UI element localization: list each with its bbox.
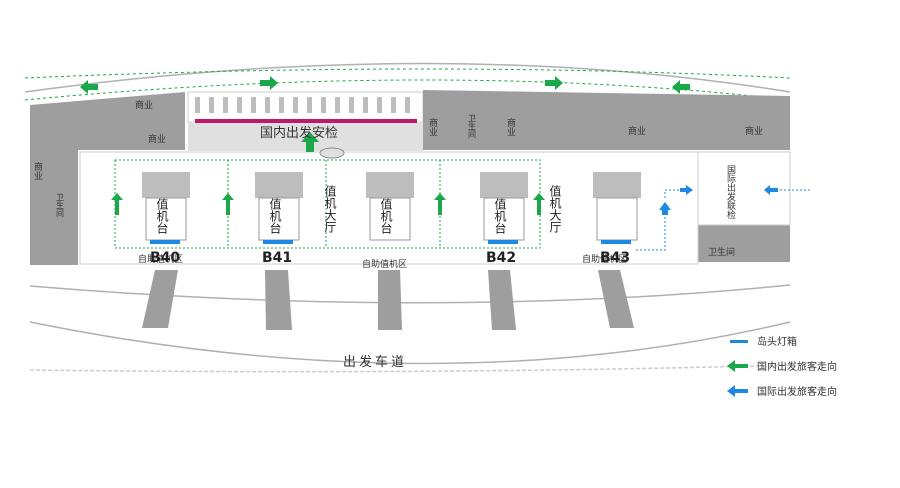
counter-label-b40: 值机台 [155, 197, 169, 234]
shop-label-left: 商业 [32, 161, 43, 180]
counter-label-b41: 值机台 [268, 197, 282, 234]
top-inner-curve [24, 68, 791, 79]
departure-road-label: 出发车道 [343, 354, 407, 370]
restroom-label-top: 卫生间 [468, 114, 477, 139]
island-center [366, 172, 414, 241]
legend-lightbox-label: 岛头灯箱 [757, 335, 797, 348]
security-label: 国内出发安检 [260, 125, 338, 141]
counter-label-center: 值机台 [379, 197, 393, 234]
bottom-curve [29, 321, 791, 365]
island-b40 [142, 172, 190, 244]
island-b43-label: B43 [600, 250, 630, 266]
stalls [195, 97, 410, 113]
legend-domestic-label: 国内出发旅客走向 [757, 360, 837, 373]
right-lower-building [698, 225, 790, 262]
curb-curve [29, 284, 791, 304]
island-b41 [255, 172, 303, 244]
island-b40-label: B40 [150, 250, 180, 266]
intl-inspection-label: 国际出发联检 [725, 165, 736, 220]
self-checkin-label-2: 自助值机区 [362, 258, 407, 270]
left-building [30, 92, 185, 248]
self-checkin-label-1: 自助值机区 [138, 253, 183, 265]
shop-label-5: 商业 [628, 125, 646, 137]
island-b41-label: B41 [262, 250, 292, 266]
security-checkpoint-icon [319, 147, 345, 159]
road-edge [29, 364, 791, 373]
shop-label-3: 商业 [427, 117, 438, 136]
legend-domestic-arrow [727, 360, 748, 372]
gate-columns [142, 270, 634, 330]
shop-label-4: 商业 [505, 117, 516, 136]
shop-label-1: 商业 [135, 99, 153, 111]
restroom-label-right: 卫生间 [708, 246, 735, 258]
island-b42 [480, 172, 528, 244]
legend-intl-arrow [727, 385, 748, 397]
checkin-hall-label-2: 值机大厅 [548, 184, 562, 233]
intl-arrows [636, 185, 810, 251]
counter-label-b42: 值机台 [493, 197, 507, 234]
domestic-arrows [80, 76, 690, 215]
legend-intl-label: 国际出发旅客走向 [757, 385, 837, 398]
legend-lightbox-swatch [730, 340, 748, 343]
right-building [423, 90, 790, 150]
restroom-label-left: 卫生间 [56, 193, 65, 218]
self-checkin-label-3: 自助值机区 [582, 253, 627, 265]
shop-label-6: 商业 [745, 125, 763, 137]
checkin-hall-label-1: 值机大厅 [323, 184, 337, 233]
legend: 岛头灯箱 国内出发旅客走向 国际出发旅客走向 [727, 335, 837, 398]
top-boundary-curve [24, 62, 791, 93]
shop-label-2: 商业 [148, 133, 166, 145]
security-line [195, 119, 417, 123]
left-lower-building [30, 248, 78, 265]
island-b42-label: B42 [486, 250, 516, 266]
island-b43 [593, 172, 641, 244]
